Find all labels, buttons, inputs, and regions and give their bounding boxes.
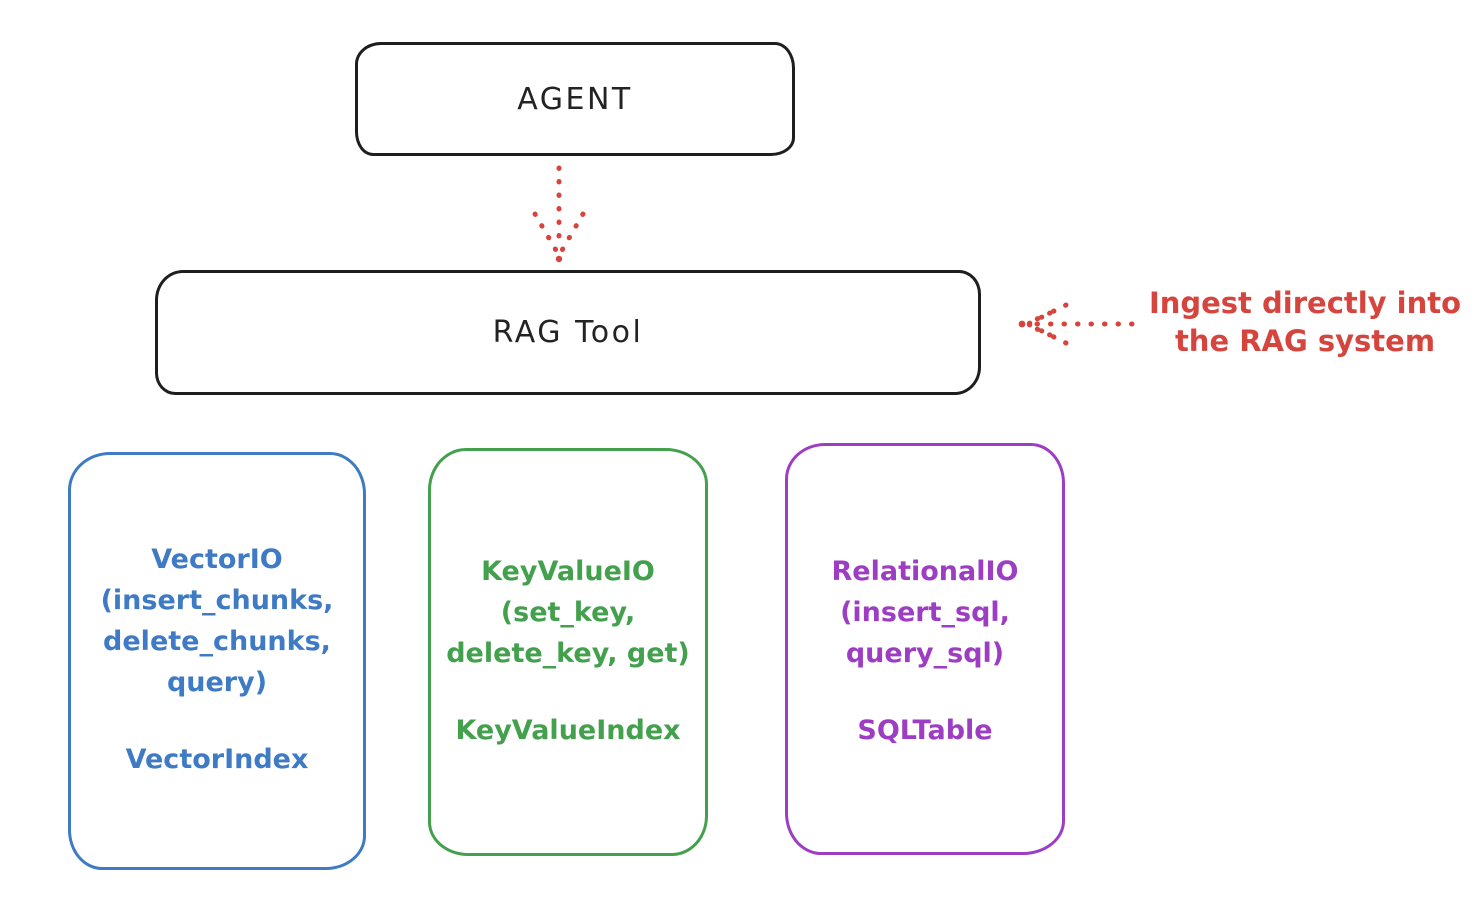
keyvalue-io-box: KeyValueIO (set_key, delete_key, get) Ke… [428,448,708,856]
relational-io-methods-line2: query_sql) [845,638,1005,669]
rag-tool-box: RAG Tool [155,270,981,395]
ingest-annotation: Ingest directly into the RAG system [1125,284,1484,360]
agent-box: AGENT [355,42,795,156]
relational-io-box: RelationalIO (insert_sql, query_sql) SQL… [785,443,1065,855]
ingest-annotation-line2: the RAG system [1174,324,1436,358]
rag-tool-label: RAG Tool [492,315,644,350]
vector-index-label: VectorIndex [125,744,309,775]
ingest-annotation-line1: Ingest directly into [1148,286,1462,320]
sql-table-label: SQLTable [857,715,993,746]
relational-io-methods-line1: (insert_sql, [840,597,1010,628]
keyvalue-io-methods-line2: delete_key, get) [446,638,690,669]
dotted-left-arrow-icon [1018,302,1135,346]
dotted-down-arrow-icon [532,165,586,263]
keyvalue-index-label: KeyValueIndex [455,715,681,746]
relational-io-title: RelationalIO [831,556,1019,587]
vector-io-methods-line1: (insert_chunks, [100,585,334,616]
vector-io-methods-line3: query) [166,667,268,698]
vector-io-title: VectorIO [151,544,283,575]
vector-io-methods-line2: delete_chunks, [103,626,331,657]
keyvalue-io-title: KeyValueIO [481,556,655,587]
keyvalue-io-methods-line1: (set_key, [500,597,636,628]
agent-label: AGENT [517,81,633,117]
vector-io-box: VectorIO (insert_chunks, delete_chunks, … [68,452,366,870]
